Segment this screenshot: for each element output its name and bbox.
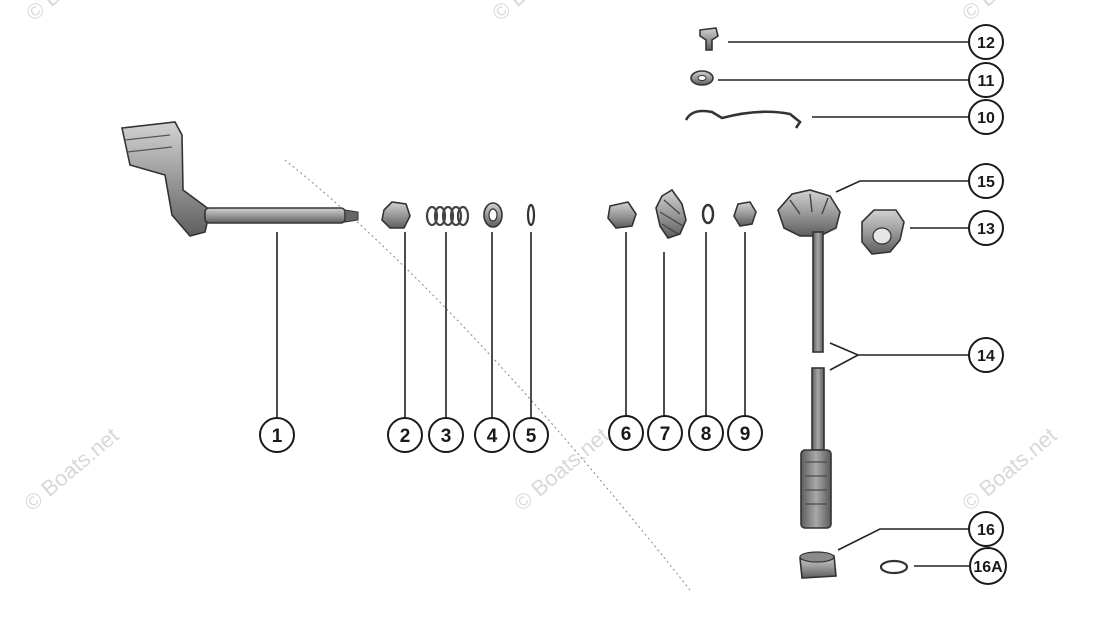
- assembly-centerline: [284, 159, 691, 591]
- watermark-top-center: © Boats.net: [487, 0, 591, 26]
- callout-3[interactable]: 3: [428, 417, 464, 453]
- callout-9[interactable]: 9: [727, 415, 763, 451]
- callout-5[interactable]: 5: [513, 417, 549, 453]
- callout-7[interactable]: 7: [647, 415, 683, 451]
- callout-13[interactable]: 13: [968, 210, 1004, 246]
- callout-label: 8: [701, 424, 712, 445]
- callout-label: 16A: [973, 559, 1003, 576]
- part-16a-o-ring[interactable]: [879, 559, 909, 575]
- callout-label: 5: [526, 426, 537, 447]
- callout-4[interactable]: 4: [474, 417, 510, 453]
- callout-10[interactable]: 10: [968, 99, 1004, 135]
- part-12-screw[interactable]: [699, 27, 719, 51]
- callout-label: 7: [660, 424, 671, 445]
- callout-label: 13: [977, 221, 995, 238]
- part-11-washer[interactable]: [690, 70, 714, 86]
- callout-label: 3: [441, 426, 452, 447]
- leader-lines: [276, 41, 969, 567]
- callout-label: 6: [621, 424, 632, 445]
- watermark-bottom-left: © Boats.net: [19, 423, 123, 516]
- part-1-shift-handle[interactable]: [121, 121, 359, 237]
- part-7-gear[interactable]: [655, 188, 687, 239]
- part-13-coupler[interactable]: [861, 209, 905, 255]
- callout-label: 14: [977, 348, 995, 365]
- part-8-ring[interactable]: [701, 203, 715, 225]
- watermark-top-right: © Boats.net: [957, 0, 1061, 26]
- callout-label: 1: [272, 426, 283, 447]
- part-4-washer[interactable]: [483, 202, 503, 228]
- callout-label: 15: [977, 174, 995, 191]
- callout-8[interactable]: 8: [688, 415, 724, 451]
- watermark-bottom-right: © Boats.net: [957, 423, 1061, 516]
- callout-label: 11: [978, 73, 995, 90]
- callout-label: 16: [977, 522, 995, 539]
- callout-label: 9: [740, 424, 751, 445]
- leader-14: [829, 342, 969, 371]
- leader-16: [837, 528, 969, 551]
- part-16-cap[interactable]: [799, 551, 837, 579]
- part-14-shift-shaft[interactable]: [800, 231, 832, 529]
- part-3-spring[interactable]: [425, 205, 470, 227]
- callout-16a[interactable]: 16A: [969, 547, 1007, 585]
- callout-12[interactable]: 12: [968, 24, 1004, 60]
- callout-label: 2: [400, 426, 411, 447]
- callout-16[interactable]: 16: [968, 511, 1004, 547]
- part-5-snap-ring[interactable]: [526, 203, 536, 227]
- callout-label: 12: [977, 35, 995, 52]
- callout-label: 4: [487, 426, 498, 447]
- part-10-wire-clip[interactable]: [684, 109, 802, 129]
- callout-label: 10: [977, 110, 995, 127]
- leader-15: [835, 180, 969, 193]
- callout-11[interactable]: 11: [968, 62, 1004, 98]
- callout-2[interactable]: 2: [387, 417, 423, 453]
- part-9-nut[interactable]: [733, 201, 757, 227]
- callout-14[interactable]: 14: [968, 337, 1004, 373]
- callout-6[interactable]: 6: [608, 415, 644, 451]
- part-6-bushing[interactable]: [607, 201, 637, 229]
- part-2-fitting[interactable]: [381, 201, 411, 229]
- callout-1[interactable]: 1: [259, 417, 295, 453]
- watermark-corner: © B: [21, 0, 65, 26]
- part-15-gear-assembly[interactable]: [777, 189, 841, 237]
- callout-15[interactable]: 15: [968, 163, 1004, 199]
